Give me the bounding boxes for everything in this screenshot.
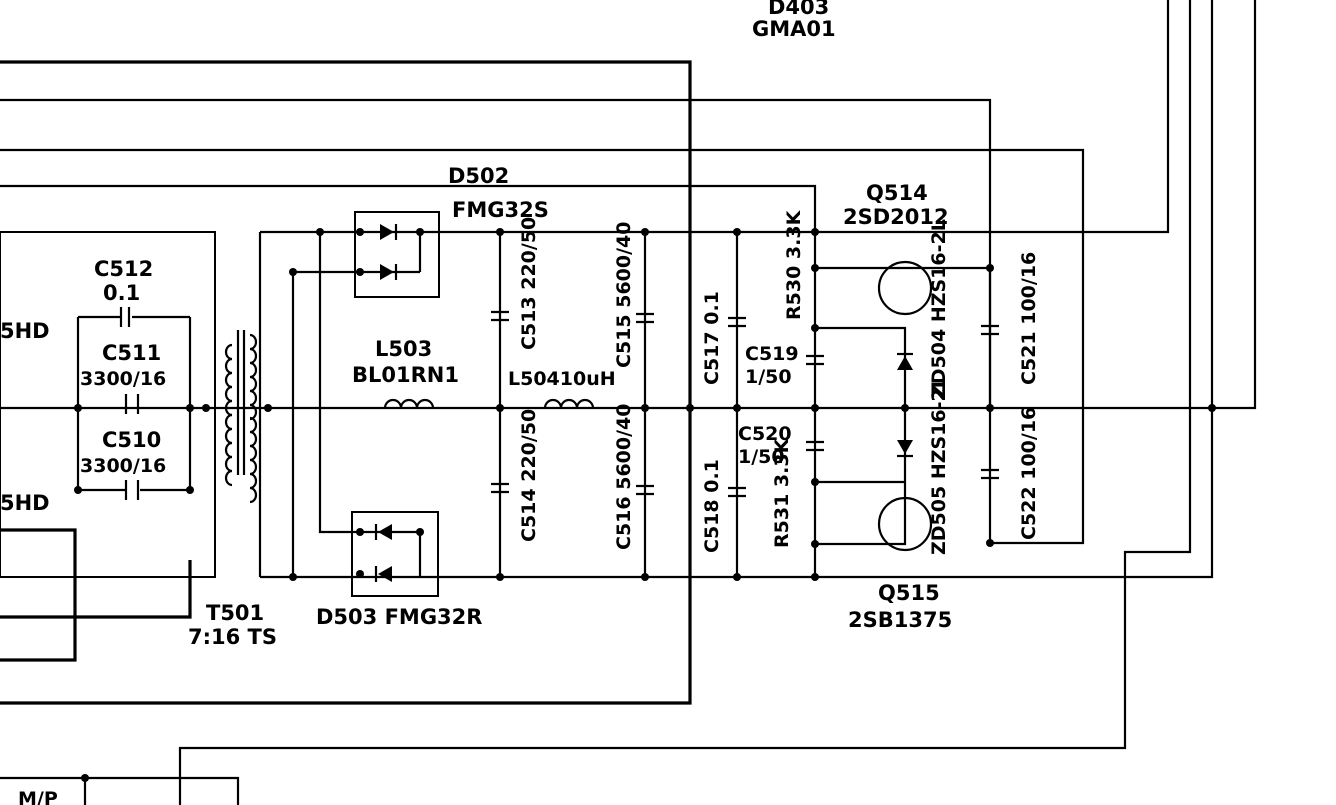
r531-label: R531 3.3K [771, 437, 793, 548]
zd504-label: ZD504 HZS16-2L [928, 219, 950, 398]
c520-ref-label: C520 [738, 423, 792, 445]
c513-label: C513 220/50 [518, 217, 540, 350]
c522-label: C522 100/16 [1018, 407, 1040, 540]
output-filter [383, 228, 746, 581]
mp-label: M/P [18, 788, 58, 805]
mp-block [0, 774, 240, 805]
d403-ref-label: D403 [768, 0, 829, 19]
t501-ref-label: T501 [206, 601, 264, 625]
d503-label: D503 FMG32R [316, 605, 482, 629]
rectifier-diodes [289, 211, 440, 597]
c520-val-label: 1/50 [738, 446, 785, 468]
c510-val-label: 3300/16 [80, 455, 166, 477]
c510-ref-label: C510 [102, 428, 161, 452]
l503-ref-label: L503 [375, 337, 432, 361]
q514-ref-label: Q514 [866, 181, 928, 205]
t501-val-label: 7:16 TS [188, 625, 277, 649]
c519-val-label: 1/50 [745, 366, 792, 388]
c515-label: C515 5600/40 [613, 222, 635, 368]
regulator-section [806, 228, 1216, 581]
c511-ref-label: C511 [102, 341, 161, 365]
d502-part-label: FMG32S [452, 198, 549, 222]
c516-label: C516 5600/40 [613, 404, 635, 550]
c514-label: C514 220/50 [518, 409, 540, 542]
r530-label: R530 3.3K [783, 209, 805, 320]
l503-part-label: BL01RN1 [352, 363, 459, 387]
primary-section [0, 231, 216, 578]
c517-label: C517 0.1 [701, 291, 723, 385]
transformer-t501 [224, 232, 272, 577]
c511-val-label: 3300/16 [80, 368, 166, 390]
c519-ref-label: C519 [745, 343, 799, 365]
hd-top-label: 5HD [0, 319, 50, 343]
c512-val-label: 0.1 [103, 281, 140, 305]
d403-part-label: GMA01 [752, 17, 836, 41]
q515-ref-label: Q515 [878, 581, 940, 605]
c512-ref-label: C512 [94, 257, 153, 281]
zd505-label: ZD505 HZS16-2L [928, 376, 950, 555]
d502-ref-label: D502 [448, 164, 509, 188]
hd-bot-label: 5HD [0, 491, 50, 515]
q514-part-label: 2SD2012 [843, 205, 949, 229]
l504-label: L50410uH [508, 368, 616, 390]
c521-label: C521 100/16 [1018, 252, 1040, 385]
bus-wires [0, 0, 1257, 805]
q515-part-label: 2SB1375 [848, 608, 952, 632]
c518-label: C518 0.1 [701, 459, 723, 553]
